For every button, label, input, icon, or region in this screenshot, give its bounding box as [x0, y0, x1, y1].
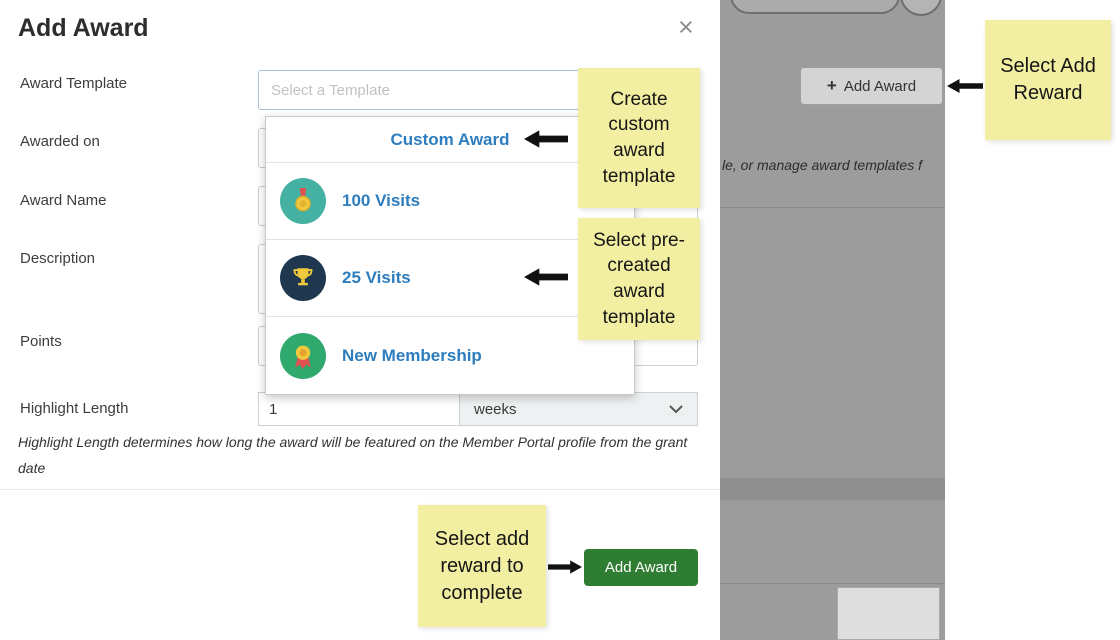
sticky-note-complete: Select add reward to complete — [418, 505, 546, 627]
arrow-left-icon — [524, 130, 568, 148]
page-backdrop: + Add Award le, or manage award template… — [720, 0, 945, 640]
highlight-unit-select[interactable]: weeks — [459, 392, 698, 426]
background-add-award-label: Add Award — [843, 77, 917, 95]
avatar — [900, 0, 942, 16]
awarded-on-label: Awarded on — [20, 133, 100, 150]
trophy-icon — [280, 255, 326, 301]
sticky-note-create-custom: Create custom award template — [578, 68, 700, 208]
background-panel-box — [837, 587, 940, 640]
dropdown-option-new-membership[interactable]: New Membership — [266, 317, 634, 394]
background-divider — [720, 583, 945, 584]
highlight-length-input[interactable] — [258, 392, 460, 426]
plus-icon: + — [826, 76, 837, 95]
search-bar — [730, 0, 900, 14]
dropdown-option-label: 25 Visits — [342, 268, 411, 287]
modal-title: Add Award — [18, 14, 149, 42]
award-template-label: Award Template — [20, 75, 128, 92]
sticky-note-select-add-reward: Select Add Reward — [985, 20, 1111, 140]
arrow-left-icon — [524, 268, 568, 286]
arrow-left-icon — [947, 77, 983, 95]
background-partial-text: le, or manage award templates f — [722, 157, 922, 173]
highlight-helper-text: Highlight Length determines how long the… — [18, 434, 688, 476]
description-label: Description — [20, 250, 96, 267]
medal-icon — [280, 178, 326, 224]
dropdown-option-25-visits[interactable]: 25 Visits — [266, 240, 634, 317]
background-divider — [720, 207, 945, 208]
sticky-note-select-precreated: Select pre-created award template — [578, 218, 700, 340]
close-icon[interactable]: × — [678, 12, 694, 42]
add-award-submit-button[interactable]: Add Award — [584, 549, 698, 586]
dropdown-option-label: New Membership — [342, 345, 482, 365]
template-dropdown: Custom Award 100 Visits — [265, 116, 635, 395]
dropdown-option-custom-award[interactable]: Custom Award — [266, 117, 634, 163]
points-label: Points — [20, 333, 62, 350]
dropdown-option-label: Custom Award — [390, 129, 510, 149]
background-add-award-button[interactable]: + Add Award — [800, 67, 943, 105]
highlight-unit-value: weeks — [474, 400, 517, 418]
award-name-label: Award Name — [20, 192, 107, 209]
highlight-length-label: Highlight Length — [20, 400, 129, 417]
background-section-band — [720, 478, 945, 500]
ribbon-icon — [280, 332, 326, 379]
dropdown-option-label: 100 Visits — [342, 191, 421, 210]
modal-footer-divider — [0, 489, 720, 490]
arrow-right-icon — [548, 558, 582, 576]
dropdown-option-100-visits[interactable]: 100 Visits — [266, 163, 634, 240]
chevron-down-icon — [669, 404, 683, 414]
